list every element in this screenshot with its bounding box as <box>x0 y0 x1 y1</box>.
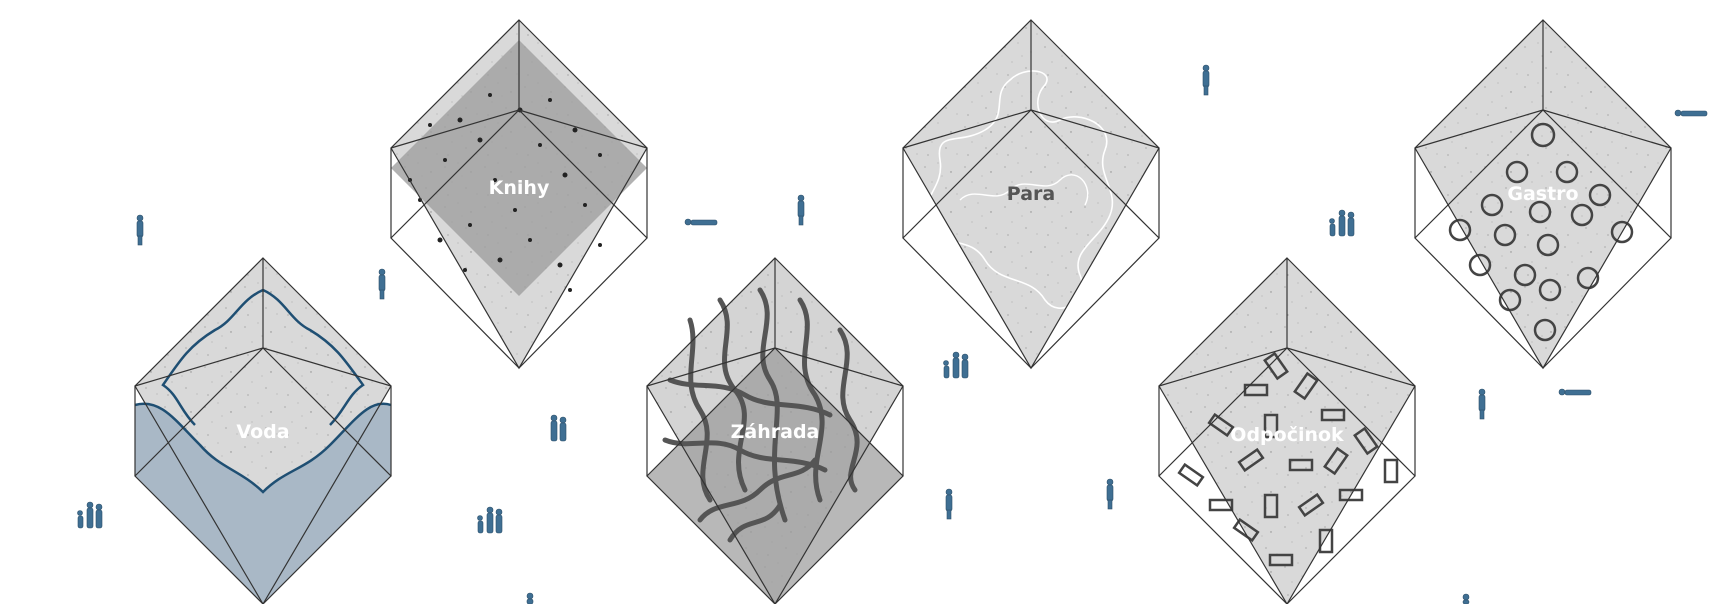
reclining-person-icon <box>1675 110 1707 116</box>
label-zahrada: Záhrada <box>731 421 820 443</box>
module-gastro: Gastro <box>1415 20 1671 368</box>
module-odpocinok: Odpočinok <box>1159 258 1415 604</box>
family-icon <box>478 507 503 533</box>
person-icon <box>379 269 385 299</box>
person-icon <box>1107 479 1113 509</box>
person-icon <box>798 195 804 225</box>
module-voda: Voda <box>135 258 391 604</box>
module-knihy: Knihy <box>391 20 647 368</box>
label-para: Para <box>1007 183 1055 205</box>
label-odpocinok: Odpočinok <box>1230 424 1344 446</box>
person-icon <box>1479 389 1485 419</box>
family-icon <box>1330 210 1355 236</box>
person-icon <box>1463 594 1469 604</box>
label-voda: Voda <box>236 421 289 443</box>
reclining-person-icon <box>685 219 717 225</box>
person-icon <box>137 215 143 245</box>
label-gastro: Gastro <box>1507 183 1578 205</box>
person-icon <box>1203 65 1209 95</box>
module-para: Para <box>903 20 1159 368</box>
label-knihy: Knihy <box>489 177 550 199</box>
module-zahrada: Záhrada <box>647 258 903 604</box>
person-icon <box>946 489 952 519</box>
person-icon <box>527 593 533 604</box>
family-icon <box>78 502 103 528</box>
reclining-person-icon <box>1559 389 1591 395</box>
family-icon <box>551 415 566 441</box>
family-icon <box>944 352 969 378</box>
